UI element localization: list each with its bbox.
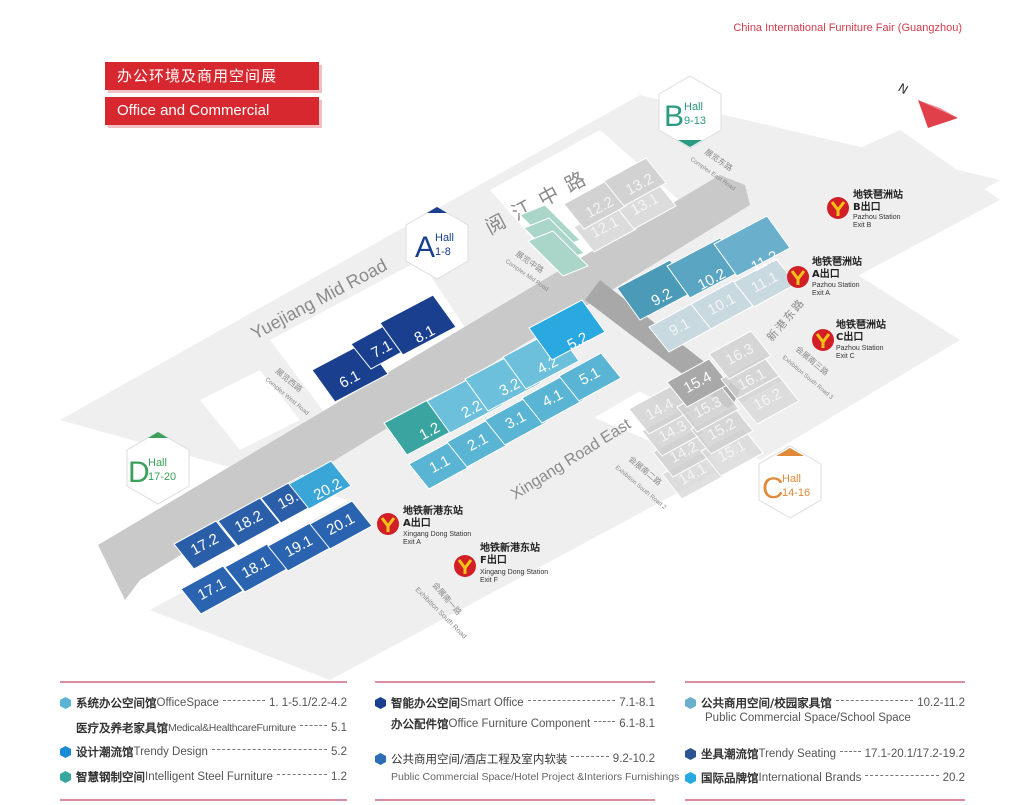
metro-pazhou-a[interactable]: 地铁琶洲站 A出口 Pazhou Station Exit A — [785, 255, 862, 297]
hall-3-1[interactable]: 3.1 — [484, 396, 548, 446]
svg-text:Exit A: Exit A — [812, 290, 830, 297]
hall-18-2[interactable]: 18.2 — [217, 497, 281, 547]
svg-text:地铁新港东站: 地铁新港东站 — [403, 504, 463, 517]
svg-text:C: C — [762, 472, 784, 505]
hall-17-2[interactable]: 17.2 — [173, 520, 237, 570]
hall-14-4[interactable]: 14.4 — [628, 385, 692, 435]
main-boulevard — [98, 175, 750, 600]
fair-title: China International Furniture Fair (Guan… — [733, 22, 962, 34]
legend-item-hotel-project-en: Public Commercial Space/Hotel Project &I… — [391, 771, 680, 783]
svg-text:Exit A: Exit A — [403, 539, 421, 546]
metro-icon — [375, 511, 401, 537]
svg-text:Exit F: Exit F — [480, 577, 498, 584]
hall-2-1[interactable]: 2.1 — [446, 418, 510, 468]
hexagon-icon — [60, 697, 71, 709]
banner-english-title: Office and Commercial Space — [105, 97, 319, 147]
svg-text:A出口: A出口 — [812, 267, 840, 280]
hall-4-1[interactable]: 4.1 — [521, 374, 585, 424]
svg-text:地铁琶洲站: 地铁琶洲站 — [853, 188, 903, 201]
svg-text:Pazhou Station: Pazhou Station — [836, 345, 884, 352]
legend-item-school-space-en: Public Commercial Space/School Space — [705, 712, 911, 724]
north-arrow: N — [896, 81, 958, 128]
svg-text:17-20: 17-20 — [148, 471, 176, 483]
svg-text:B出口: B出口 — [853, 200, 881, 213]
badge-hall-c[interactable]: C Hall 14-16 — [758, 445, 822, 519]
hall-19-1[interactable]: 19.1 — [267, 522, 331, 572]
svg-text:Hall: Hall — [782, 473, 801, 485]
hall-17-1[interactable]: 17.1 — [180, 565, 244, 615]
banner-chinese-title: 办公环境及商用空间展 — [105, 62, 319, 90]
hall-5-1[interactable]: 5.1 — [558, 352, 622, 402]
svg-text:F出口: F出口 — [480, 553, 507, 566]
badge-hall-b[interactable]: B Hall 9-13 — [658, 75, 722, 149]
svg-text:Hall: Hall — [435, 232, 454, 244]
svg-text:A: A — [415, 231, 435, 264]
metro-icon — [452, 553, 478, 579]
hexagon-icon — [375, 697, 386, 709]
badge-hall-a[interactable]: A Hall 1-8 — [405, 206, 469, 280]
svg-text:Hall: Hall — [684, 101, 703, 113]
badge-hall-d[interactable]: D Hall 17-20 — [126, 431, 190, 505]
hall-10-1[interactable]: 10.1 — [690, 280, 754, 330]
hexagon-icon — [60, 746, 71, 758]
legend-item-hotel-project: 公共商用空间/酒店工程及室内软装 9.2-10.2 — [375, 751, 655, 767]
svg-text:地铁新港东站: 地铁新港东站 — [480, 541, 540, 554]
svg-text:1-8: 1-8 — [435, 246, 451, 258]
svg-text:地铁琶洲站: 地铁琶洲站 — [836, 318, 886, 331]
legend-column-3: 公共商用空间/校园家具馆 10.2-11.2 Public Commercial… — [685, 681, 965, 801]
metro-icon — [825, 195, 851, 221]
hall-15-4[interactable]: 15.4 — [666, 358, 730, 408]
svg-text:Exit B: Exit B — [853, 222, 872, 229]
svg-text:Xingang Dong Station: Xingang Dong Station — [480, 569, 548, 576]
svg-text:Exit C: Exit C — [836, 353, 855, 360]
hall-7-1[interactable]: 7.1 — [350, 320, 414, 370]
metro-xingangdong-f[interactable]: 地铁新港东站 F出口 Xingang Dong Station Exit F — [452, 541, 548, 584]
svg-text:地铁琶洲站: 地铁琶洲站 — [812, 255, 862, 268]
metro-icon — [810, 327, 836, 353]
svg-text:C出口: C出口 — [836, 330, 863, 343]
metro-pazhou-b[interactable]: 地铁琶洲站 B出口 Pazhou Station Exit B — [825, 188, 903, 229]
hall-1-1[interactable]: 1.1 — [408, 440, 472, 490]
metro-pazhou-c[interactable]: 地铁琶洲站 C出口 Pazhou Station Exit C — [810, 318, 886, 360]
hexagon-icon — [685, 772, 696, 784]
svg-text:Pazhou Station: Pazhou Station — [812, 282, 860, 289]
metro-icon — [785, 264, 811, 290]
hall-16-2[interactable]: 16.2 — [736, 375, 800, 425]
hexagon-icon — [685, 748, 696, 760]
hall-20-1[interactable]: 20.1 — [309, 500, 373, 550]
hall-16-3[interactable]: 16.3 — [708, 330, 772, 380]
hexagon-icon — [375, 753, 386, 765]
svg-text:14-16: 14-16 — [782, 487, 810, 499]
hexagon-icon — [60, 771, 71, 783]
hall-6-1[interactable]: 6.1 — [311, 341, 389, 403]
hall-11-1[interactable]: 11.1 — [733, 258, 797, 308]
north-label: N — [896, 81, 911, 98]
svg-text:A出口: A出口 — [403, 516, 431, 529]
teal-stack-building — [519, 204, 589, 277]
svg-text:Hall: Hall — [148, 457, 167, 469]
metro-xingangdong-a[interactable]: 地铁新港东站 A出口 Xingang Dong Station Exit A — [375, 504, 471, 546]
svg-text:Xingang Dong Station: Xingang Dong Station — [403, 531, 471, 538]
hexagon-icon — [685, 697, 696, 709]
venue-map: Yuejiang Mid Road 阅江中路 Xingang Road East… — [60, 75, 1000, 680]
svg-text:9-13: 9-13 — [684, 115, 706, 127]
svg-text:B: B — [664, 100, 684, 133]
hall-18-1[interactable]: 18.1 — [224, 543, 288, 593]
svg-text:D: D — [128, 456, 150, 489]
legend-item-school-space: 公共商用空间/校园家具馆 10.2-11.2 — [685, 695, 965, 711]
hall-9-1[interactable]: 9.1 — [648, 303, 712, 353]
svg-text:Pazhou Station: Pazhou Station — [853, 214, 901, 221]
halls: 17.1 18.1 19.1 20.1 17.2 18.2 19.2 20.2 … — [173, 157, 800, 615]
